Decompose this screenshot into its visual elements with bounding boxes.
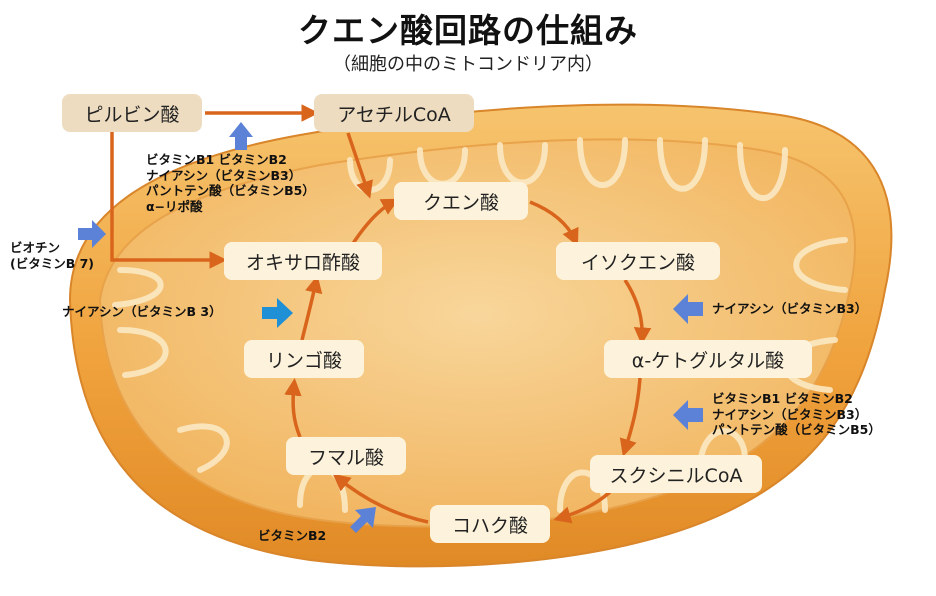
vitamin-arrow-akg-dh bbox=[673, 400, 703, 430]
arrow-succinylcoa-to-succinate bbox=[553, 490, 612, 524]
node-citrate: クエン酸 bbox=[394, 182, 528, 220]
node-oxaloacetate: オキサロ酢酸 bbox=[224, 242, 382, 280]
node-succinate: コハク酸 bbox=[430, 505, 550, 543]
vitamin-arrows bbox=[78, 122, 703, 533]
page-subtitle: （細胞の中のミトコンドリア内） bbox=[333, 54, 603, 75]
arrow-malate-to-oxaloacetate bbox=[300, 275, 323, 341]
vitamin-label-isocitrate-dh: ナイアシン（ビタミンB3） bbox=[712, 301, 868, 316]
vitamin-label-akg-dh: ビタミンB1 ビタミンB2 ナイアシン（ビタミンB3） パントテン酸（ビタミンB… bbox=[712, 391, 881, 437]
vitamin-arrow-malate-dh bbox=[262, 298, 293, 328]
arrow-acetylcoa-to-citrate bbox=[346, 132, 373, 199]
mitochondria-inner bbox=[98, 138, 857, 528]
arrow-fumarate-to-malate bbox=[284, 378, 302, 438]
node-fumarate: フマル酸 bbox=[286, 437, 406, 475]
arrow-citrate-to-isocitrate bbox=[529, 200, 579, 247]
arrow-isocitrate-to-akg bbox=[623, 279, 652, 345]
node-acetyl-coa: アセチルCoA bbox=[314, 94, 474, 132]
vitamin-label-succinate-dh: ビタミンB2 bbox=[258, 528, 327, 543]
vitamin-arrow-isocitrate-dh bbox=[673, 294, 703, 324]
arrow-akg-to-succinylcoa bbox=[619, 377, 642, 457]
pathway-arrows bbox=[110, 104, 652, 524]
arrow-oxaloacetate-to-citrate bbox=[350, 198, 400, 246]
arrow-pyruvate-to-oxaloacetate bbox=[110, 130, 227, 269]
node-malate: リンゴ酸 bbox=[244, 340, 364, 378]
node-pyruvate: ピルビン酸 bbox=[62, 94, 202, 132]
node-alpha-ketoglutarate: α-ケトグルタル酸 bbox=[604, 340, 812, 378]
vitamin-arrow-up-pdh bbox=[229, 122, 253, 150]
page-title: クエン酸回路の仕組み bbox=[298, 11, 638, 50]
vitamin-label-biotin: ビオチン (ビタミンB 7) bbox=[10, 240, 95, 271]
node-succinyl-coa: スクシニルCoA bbox=[590, 455, 762, 493]
node-isocitrate: イソクエン酸 bbox=[556, 242, 720, 280]
vitamin-label-pdh: ビタミンB1 ビタミンB2 ナイアシン（ビタミンB3） パントテン酸（ビタミンB… bbox=[146, 152, 315, 214]
vitamin-label-malate-dh: ナイアシン（ビタミンB 3） bbox=[62, 304, 222, 319]
vitamin-arrow-biotin bbox=[78, 220, 106, 248]
vitamin-arrow-succinate-dh bbox=[350, 507, 376, 533]
arrow-succinate-to-fumarate bbox=[332, 473, 429, 524]
